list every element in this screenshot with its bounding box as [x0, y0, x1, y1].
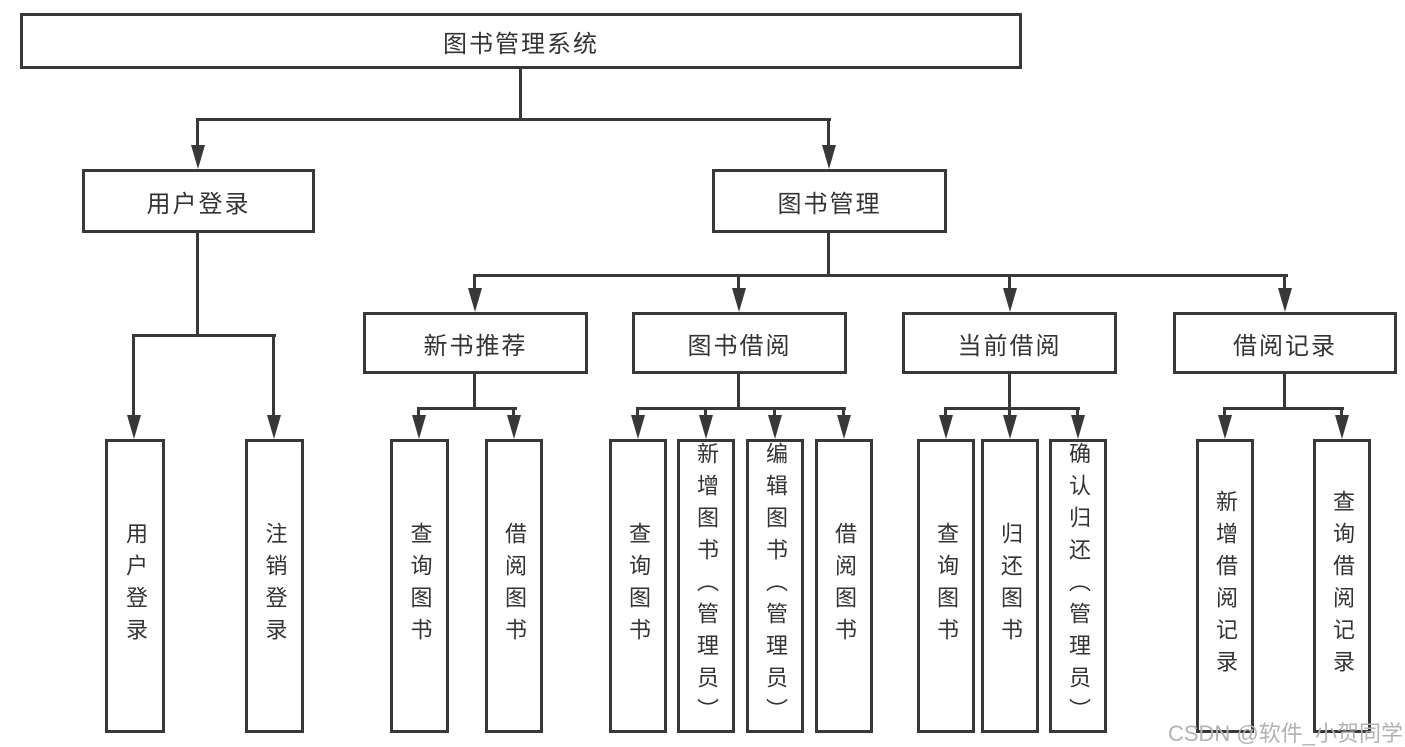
- connector-drop: [417, 407, 420, 417]
- node-label: 新增图书（管理员）: [694, 442, 719, 730]
- connector-drop: [272, 334, 275, 416]
- arrow-down-icon: [1071, 415, 1085, 439]
- connector-records-branch: [1223, 407, 1344, 410]
- arrow-down-icon: [468, 288, 482, 312]
- node-add-borrow-record: 新增借阅记录: [1196, 439, 1254, 733]
- arrow-down-icon: [837, 415, 851, 439]
- connector-drop: [827, 118, 830, 146]
- connector-root-branch: [196, 118, 831, 121]
- connector-root-stem: [519, 69, 522, 120]
- node-label: 查询图书: [934, 522, 959, 650]
- node-label: 图书管理: [777, 190, 882, 218]
- connector-borrow-stem: [737, 374, 740, 410]
- connector-newbooks-branch: [417, 407, 517, 410]
- arrow-down-icon: [699, 415, 713, 439]
- arrow-down-icon: [822, 145, 836, 169]
- connector-current-branch: [944, 407, 1080, 410]
- connector-drop: [944, 407, 947, 417]
- node-root-system: 图书管理系统: [20, 13, 1022, 69]
- connector-drop: [1223, 407, 1226, 417]
- arrow-down-icon: [412, 415, 426, 439]
- node-query-books-1: 查询图书: [390, 439, 449, 733]
- connector-drop: [1076, 407, 1079, 417]
- node-label: 图书管理系统: [443, 30, 599, 58]
- arrow-down-icon: [768, 415, 782, 439]
- connector-drop: [1008, 407, 1011, 417]
- connector-newbooks-stem: [473, 374, 476, 410]
- node-borrow-books-2: 借阅图书: [815, 439, 873, 733]
- node-borrow-books-1: 借阅图书: [485, 439, 543, 733]
- node-label: 图书借阅: [687, 332, 792, 360]
- connector-bookmgmt-branch: [473, 274, 1288, 277]
- connector-drop: [196, 118, 199, 146]
- connector-drop: [842, 407, 845, 417]
- connector-drop: [636, 407, 639, 417]
- node-label: 借阅图书: [502, 522, 527, 650]
- connector-drop: [473, 274, 476, 291]
- node-confirm-return-admin: 确认归还（管理员）: [1049, 439, 1107, 733]
- arrow-down-icon: [507, 415, 521, 439]
- node-label: 用户登录: [123, 522, 148, 650]
- arrow-down-icon: [127, 415, 141, 439]
- node-label: 查询图书: [626, 522, 651, 650]
- connector-drop: [512, 407, 515, 417]
- node-label: 新书推荐: [423, 332, 528, 360]
- node-book-borrowing: 图书借阅: [632, 312, 847, 374]
- connector-userlogin-branch: [132, 334, 276, 337]
- connector-userlogin-stem: [196, 233, 199, 337]
- connector-bookmgmt-stem: [827, 233, 830, 277]
- connector-current-stem: [1008, 374, 1011, 410]
- node-add-book-admin: 新增图书（管理员）: [677, 439, 735, 733]
- arrow-down-icon: [1335, 415, 1349, 439]
- node-query-books-3: 查询图书: [917, 439, 975, 733]
- node-label: 借阅记录: [1233, 332, 1337, 360]
- csdn-watermark: CSDN @软件_小贺同学: [1167, 721, 1403, 746]
- arrow-down-icon: [631, 415, 645, 439]
- node-label: 注销登录: [262, 522, 288, 650]
- node-label: 借阅图书: [832, 522, 857, 650]
- arrow-down-icon: [267, 415, 281, 439]
- connector-drop: [704, 407, 707, 417]
- node-logout: 注销登录: [245, 439, 304, 733]
- connector-drop: [132, 334, 135, 416]
- node-new-book-recommend: 新书推荐: [363, 312, 588, 374]
- arrow-down-icon: [1003, 415, 1017, 439]
- node-label: 用户登录: [146, 190, 251, 218]
- connector-borrow-branch: [636, 407, 846, 410]
- arrow-down-icon: [732, 288, 746, 312]
- node-book-management: 图书管理: [712, 169, 947, 233]
- node-label: 新增借阅记录: [1213, 490, 1238, 682]
- node-label: 归还图书: [998, 522, 1023, 650]
- node-label: 当前借阅: [957, 332, 1062, 360]
- arrow-down-icon: [939, 415, 953, 439]
- node-user-login-group: 用户登录: [82, 169, 315, 233]
- node-label: 编辑图书（管理员）: [763, 442, 788, 730]
- connector-records-stem: [1283, 374, 1286, 410]
- arrow-down-icon: [191, 145, 205, 169]
- connector-drop: [773, 407, 776, 417]
- node-query-books-2: 查询图书: [609, 439, 667, 733]
- arrow-down-icon: [1218, 415, 1232, 439]
- connector-drop: [737, 274, 740, 291]
- node-return-book: 归还图书: [981, 439, 1039, 733]
- node-borrow-records: 借阅记录: [1173, 312, 1397, 374]
- node-user-login: 用户登录: [105, 439, 165, 733]
- node-label: 确认归还（管理员）: [1066, 442, 1091, 730]
- connector-drop: [1340, 407, 1343, 417]
- node-label: 查询借阅记录: [1330, 490, 1355, 682]
- node-current-borrowing: 当前借阅: [902, 312, 1117, 374]
- node-query-borrow-record: 查询借阅记录: [1313, 439, 1371, 733]
- node-label: 查询图书: [407, 522, 433, 650]
- node-edit-book-admin: 编辑图书（管理员）: [746, 439, 804, 733]
- arrow-down-icon: [1278, 288, 1292, 312]
- connector-drop: [1283, 274, 1286, 291]
- arrow-down-icon: [1003, 288, 1017, 312]
- connector-drop: [1008, 274, 1011, 291]
